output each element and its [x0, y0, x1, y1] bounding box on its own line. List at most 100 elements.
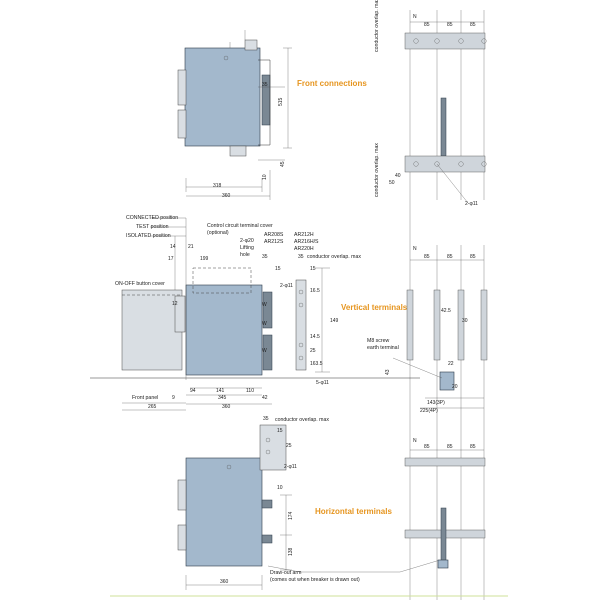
terminal-hole: [298, 342, 304, 348]
earth-terminal-block: [439, 371, 455, 391]
dim-85-f2: 85: [447, 22, 453, 28]
m8-leader: [392, 357, 443, 379]
dim-35-vert: 35: [262, 254, 268, 260]
front-connections-title: Front connections: [297, 79, 367, 88]
vertical-bar-3: [480, 289, 488, 361]
dim-85-h2: 85: [447, 444, 453, 450]
dim-85-v3: 85: [470, 254, 476, 260]
dim-line-360: [186, 170, 271, 200]
dim-line-35-45: [258, 86, 285, 161]
dim-25-h: 25: [286, 443, 292, 449]
dim-line-174-138: [280, 494, 292, 571]
test-position-label: TEST position: [136, 224, 169, 230]
breaker-body-vertical: [185, 284, 263, 376]
terminal-hole: [298, 289, 304, 295]
dim-45-front: 45: [280, 161, 286, 167]
mount-hole-h: [226, 464, 232, 470]
vertical-bar-2: [457, 289, 465, 361]
dim-141: 141: [216, 388, 225, 394]
dim-14-5: 14.5: [310, 334, 320, 340]
dim-20: 20: [452, 384, 458, 390]
w-label-3: W: [262, 348, 267, 354]
drawout-note: (comes out when breaker is drawn out): [270, 577, 360, 583]
front-mount-hole: [223, 55, 229, 61]
control-cover-label: Control circuit terminal cover: [207, 223, 273, 229]
terminal-hole: [298, 355, 304, 361]
onoff-cover-label: ON-OFF button cover: [115, 281, 165, 287]
dim-360-top: 360: [222, 193, 231, 199]
dim-10-front: 10: [262, 174, 268, 180]
bolt: [434, 38, 440, 44]
vertical-terminals-view: [90, 217, 420, 411]
dim-515: 515: [278, 97, 284, 106]
dim-15-vert-b: 15: [310, 266, 316, 272]
position-reference: [174, 218, 187, 380]
position-leaders: [150, 217, 186, 237]
hole-2-11-front: 2-φ11: [465, 201, 478, 207]
dim-40-front: 40: [395, 173, 401, 179]
earth-terminal-label: earth terminal: [367, 345, 399, 351]
dim-149: 149: [330, 318, 339, 324]
dim-15-h: 15: [277, 428, 283, 434]
dim-360-bottom: 360: [220, 579, 229, 585]
horizontal-conductor-bottom: [261, 534, 273, 544]
dim-345: 345: [218, 395, 227, 401]
terminal-hole: [298, 302, 304, 308]
lifting-label: Lifting: [240, 245, 254, 251]
front-panel-dim: [122, 402, 186, 411]
vertical-conductor-bottom: [262, 334, 273, 371]
hole-2-11-vert: 2-φ11: [280, 283, 293, 289]
dim-35-front: 35: [262, 82, 268, 88]
cond-overlap-vertical: conductor overlap. max: [307, 254, 361, 260]
dim-85-h1: 85: [424, 444, 430, 450]
vertical-terminals-title: Vertical terminals: [341, 303, 408, 312]
side-handle-h: [177, 479, 187, 511]
horizontal-bar-top: [404, 457, 486, 467]
horizontal-terminals-view: [177, 424, 441, 590]
hole-label: hole: [240, 252, 250, 258]
bolt: [434, 161, 440, 167]
dim-17: 17: [168, 256, 174, 262]
w-label-1: W: [262, 302, 267, 308]
front-terminal-top-view: [404, 10, 487, 600]
dim-138: 138: [288, 547, 294, 556]
dim-9: 9: [172, 395, 175, 401]
dim-10-h: 10: [277, 485, 283, 491]
dim-line-515: [283, 47, 292, 149]
drawout-arm-label: Draw-out arm: [270, 570, 301, 576]
hole-5-11: 5-φ11: [316, 380, 329, 386]
dim-42-5: 42.5: [441, 308, 451, 314]
front-busbar-bottom: [404, 155, 486, 173]
side-handle-lower: [177, 109, 187, 139]
vertical-conductor-top: [262, 291, 273, 329]
vertical-bar-n: [406, 289, 414, 361]
dim-174: 174: [288, 511, 294, 520]
label-n-horiz: N: [413, 438, 417, 444]
isolated-position-label: ISOLATED position: [126, 233, 171, 239]
side-handle-h-lower: [177, 524, 187, 551]
dim-line-149: [315, 267, 330, 373]
dim-35-h: 35: [263, 416, 269, 422]
dim-35-vert-b: 35: [298, 254, 304, 260]
bolt: [481, 161, 487, 167]
front-hook-line: [229, 30, 246, 48]
m8-screw-label: M8 screw: [367, 338, 389, 344]
dim-15-vert: 15: [275, 266, 281, 272]
bolt: [458, 38, 464, 44]
dim-50-front: 50: [389, 180, 395, 186]
vertical-bar-1: [433, 289, 441, 361]
dim-143-3p: 143(3P): [427, 400, 445, 406]
dim-12: 12: [172, 301, 178, 307]
dim-30: 30: [462, 318, 468, 324]
horizontal-stud: [440, 507, 447, 564]
dim-85-h3: 85: [470, 444, 476, 450]
dim-360-mid: 360: [222, 404, 231, 410]
lifting-lug: [244, 39, 258, 51]
terminal-hole: [265, 449, 271, 455]
vertical-dim-lines: [186, 387, 272, 405]
horizontal-conductor-top: [261, 499, 273, 509]
model-ar208s: AR208S: [264, 232, 284, 238]
dim-25-vert: 25: [310, 348, 316, 354]
dim-199: 199: [200, 256, 209, 262]
dim-line-360-bottom: [185, 575, 263, 590]
